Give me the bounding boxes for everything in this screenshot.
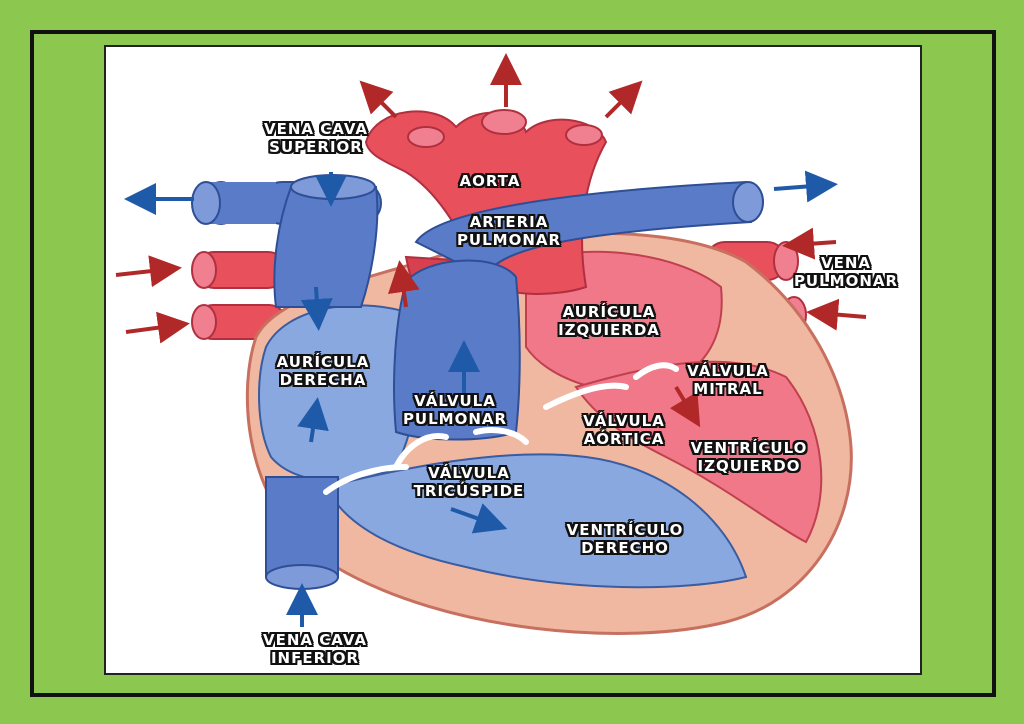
label-aorta: AORTA (459, 172, 521, 190)
heart-diagram (115, 53, 867, 635)
valve-shapes (323, 362, 679, 495)
right-ventricle-chamber (324, 453, 748, 589)
left-ventricle-chamber (574, 360, 823, 544)
flow-arrows (115, 53, 867, 627)
